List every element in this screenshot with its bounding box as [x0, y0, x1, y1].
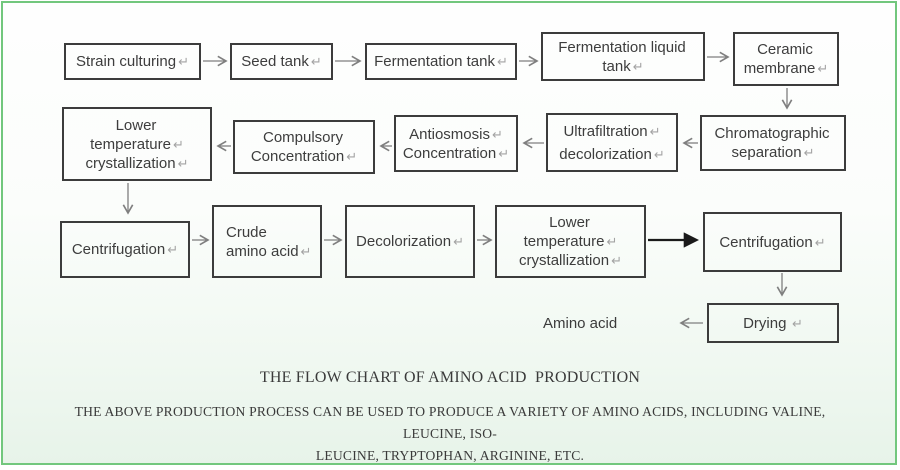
node-chromatographic-separation: Chromatographic separation↵	[700, 115, 846, 171]
node-drying: Drying ↵	[707, 303, 839, 343]
node-label: Lower	[549, 214, 590, 231]
node-label: Decolorization↵	[356, 233, 464, 250]
node-label: Centrifugation↵	[71, 241, 179, 258]
node-ceramic-membrane: Ceramic membrane↵	[733, 32, 839, 86]
return-mark-icon: ↵	[310, 54, 322, 69]
node-seed-tank: Seed tank↵	[230, 43, 333, 80]
node-lower-temperature-crystallization-1: Lower temperature↵ crystallization↵	[62, 107, 212, 181]
node-label: Compulsory	[262, 129, 344, 146]
node-antiosmosis-concentration: Antiosmosis↵ Concentration↵	[394, 115, 518, 172]
return-mark-icon: ↵	[814, 234, 826, 250]
return-mark-icon: ↵	[498, 145, 510, 161]
return-mark-icon: ↵	[491, 126, 503, 142]
node-ultrafiltration-decolorization: Ultrafiltration↵ decolorization↵	[546, 113, 678, 172]
node-label: tank↵	[602, 57, 644, 75]
node-label: membrane↵	[743, 60, 829, 77]
return-mark-icon: ↵	[172, 136, 184, 152]
return-mark-icon: ↵	[167, 242, 179, 257]
node-label: decolorization↵	[559, 145, 665, 163]
node-label: Fermentation tank↵	[374, 53, 508, 70]
node-strain-culturing: Strain culturing↵	[64, 43, 201, 80]
node-crude-amino-acid: Crude amino acid↵	[212, 205, 322, 278]
return-mark-icon: ↵	[177, 155, 189, 171]
node-decolorization: Decolorization↵	[345, 205, 475, 278]
node-label: Seed tank↵	[241, 53, 322, 70]
return-mark-icon: ↵	[178, 54, 189, 69]
node-centrifugation-1: Centrifugation↵	[60, 221, 190, 278]
node-label: temperature↵	[523, 233, 618, 250]
return-mark-icon: ↵	[611, 253, 622, 268]
node-label: Antiosmosis↵	[409, 125, 503, 143]
return-mark-icon: ↵	[497, 54, 508, 69]
figure-caption: THE FLOW CHART OF AMINO ACID PRODUCTION	[259, 369, 641, 386]
return-mark-icon: ↵	[606, 234, 618, 249]
return-mark-icon: ↵	[817, 61, 829, 76]
return-mark-icon: ↵	[788, 315, 803, 331]
return-mark-icon: ↵	[653, 146, 665, 162]
node-compulsory-concentration: Compulsory Concentration↵	[233, 120, 375, 174]
figure-note: THE ABOVE PRODUCTION PROCESS CAN BE USED…	[42, 401, 858, 467]
return-mark-icon: ↵	[649, 123, 661, 139]
node-label: Concentration↵	[402, 144, 510, 162]
return-mark-icon: ↵	[453, 234, 464, 249]
node-label: crystallization↵	[519, 252, 622, 269]
node-fermentation-tank: Fermentation tank↵	[365, 43, 517, 80]
node-label: temperature↵	[90, 135, 184, 153]
node-label: Chromatographic	[714, 125, 830, 142]
figure-note-line2: LEUCINE, TRYPTOPHAN, ARGININE, ETC.	[315, 448, 585, 463]
node-label: Fermentation liquid	[558, 38, 686, 56]
node-label: Centrifugation↵	[719, 233, 826, 251]
return-mark-icon: ↵	[632, 58, 644, 74]
node-label: Drying ↵	[743, 314, 803, 332]
return-mark-icon: ↵	[300, 243, 312, 259]
node-label: amino acid↵	[226, 242, 312, 260]
amino-acid-label: Amino acid	[543, 315, 618, 332]
node-label: Ultrafiltration↵	[563, 122, 661, 140]
node-label: Lower	[115, 116, 157, 134]
node-label: crystallization↵	[85, 154, 189, 172]
return-mark-icon: ↵	[803, 145, 815, 160]
node-label: Concentration↵	[250, 148, 358, 165]
node-centrifugation-2: Centrifugation↵	[703, 212, 842, 272]
node-label: separation↵	[731, 144, 815, 161]
node-fermentation-liquid-tank: Fermentation liquid tank↵	[541, 32, 705, 81]
figure-note-line1: THE ABOVE PRODUCTION PROCESS CAN BE USED…	[74, 404, 826, 441]
node-label: Strain culturing↵	[76, 53, 189, 70]
return-mark-icon: ↵	[346, 149, 358, 164]
node-label: Crude	[226, 223, 267, 241]
node-lower-temperature-crystallization-2: Lower temperature↵ crystallization↵	[495, 205, 646, 278]
node-label: Ceramic	[757, 41, 813, 58]
